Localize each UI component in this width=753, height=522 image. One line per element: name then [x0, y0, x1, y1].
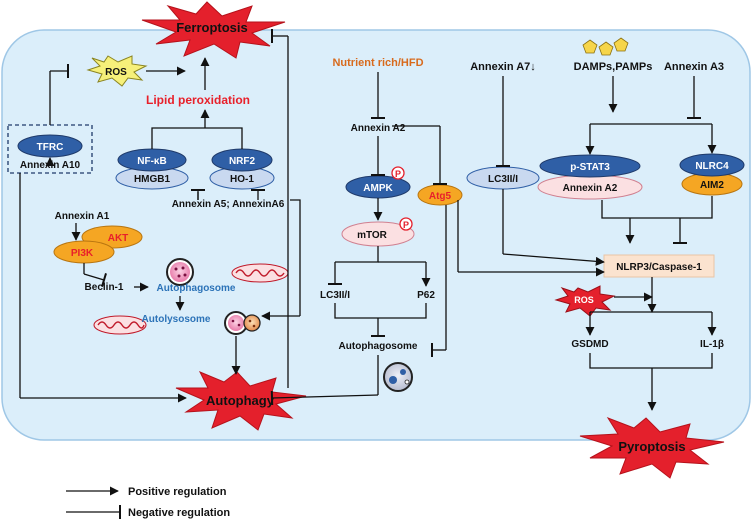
pstat3-node [539, 154, 641, 178]
autophagosome-vesicle [166, 258, 194, 286]
ros-top-label: ROS [105, 67, 127, 78]
annexin-a7-label: Annexin A7↓ [470, 61, 536, 73]
tfrc-label: TFRC [37, 142, 64, 153]
autolysosome-label: Autolysosome [142, 314, 211, 325]
mitochondria-icon-1 [231, 263, 289, 283]
autolysosome-vesicle [224, 311, 261, 335]
annexin-a2-right-label: Annexin A2 [563, 183, 618, 194]
tfrc-node [17, 134, 83, 158]
mtor-label: mTOR [357, 230, 388, 241]
mtor-phospho-icon [399, 217, 413, 231]
p62-label: P62 [417, 290, 435, 301]
autophagosome-mid-label: Autophagosome [339, 341, 418, 352]
ros-burst-top: ROS [86, 55, 148, 87]
nlrp3-box [603, 254, 715, 278]
legend-positive-label: Positive regulation [128, 486, 227, 498]
mitochondria-icon-2 [93, 315, 147, 335]
autophagosome-mid-vesicle [383, 362, 413, 392]
nutrient-label: Nutrient rich/HFD [332, 57, 423, 69]
nrf2-label: NRF2 [229, 156, 256, 167]
lipid-peroxidation-label: Lipid peroxidation [146, 93, 250, 107]
pstat3-label: p-STAT3 [570, 162, 610, 173]
atg5-node [417, 184, 463, 206]
gsdmd-label: GSDMD [571, 339, 608, 350]
aim2-label: AIM2 [700, 180, 724, 191]
atg5-label: Atg5 [429, 191, 452, 202]
nlrp3-label: NLRP3/Caspase-1 [616, 262, 702, 273]
ferroptosis-burst: Ferroptosis [141, 1, 286, 59]
nfkb-label: NF-κB [137, 156, 166, 167]
akt-label: AKT [108, 233, 129, 244]
lc3-mid-label: LC3II/I [320, 290, 350, 301]
annexin-a5-a6-label: Annexin A5; AnnexinA6 [172, 199, 285, 210]
nlrc4-node [679, 153, 745, 177]
il1b-label: IL-1β [700, 339, 724, 350]
connectors [19, 29, 717, 411]
ferroptosis-label: Ferroptosis [176, 20, 248, 35]
lc3-right-label: LC3II/I [488, 174, 518, 185]
pyroptosis-label: Pyroptosis [618, 439, 685, 454]
beclin1-label: Beclin-1 [85, 282, 124, 293]
annexin-a1-label: Annexin A1 [55, 211, 110, 222]
damps-label: DAMPs,PAMPs [574, 61, 653, 73]
annexin-a10-label: Annexin A10 [20, 160, 81, 171]
annexin-a3-label: Annexin A3 [664, 61, 724, 73]
pyroptosis-burst: Pyroptosis [579, 416, 725, 479]
mtor-phospho-label: P [403, 220, 409, 230]
pi3k-label: PI3K [71, 248, 94, 259]
damps-pentagon-icons [582, 37, 629, 56]
legend: Positive regulation Negative regulation [66, 486, 230, 519]
annexin-a2-mid-label: Annexin A2 [351, 123, 406, 134]
ampk-label: AMPK [363, 183, 393, 194]
ho1-label: HO-1 [230, 174, 254, 185]
ampk-phospho-icon [391, 166, 405, 180]
ros-right-label: ROS [574, 295, 594, 305]
nlrc4-label: NLRC4 [695, 161, 729, 172]
legend-negative-label: Negative regulation [128, 507, 230, 519]
autophagosome-left-label: Autophagosome [157, 283, 236, 294]
ampk-phospho-label: P [395, 169, 401, 179]
hmgb1-label: HMGB1 [134, 174, 171, 185]
autophagy-label: Autophagy [206, 393, 275, 408]
